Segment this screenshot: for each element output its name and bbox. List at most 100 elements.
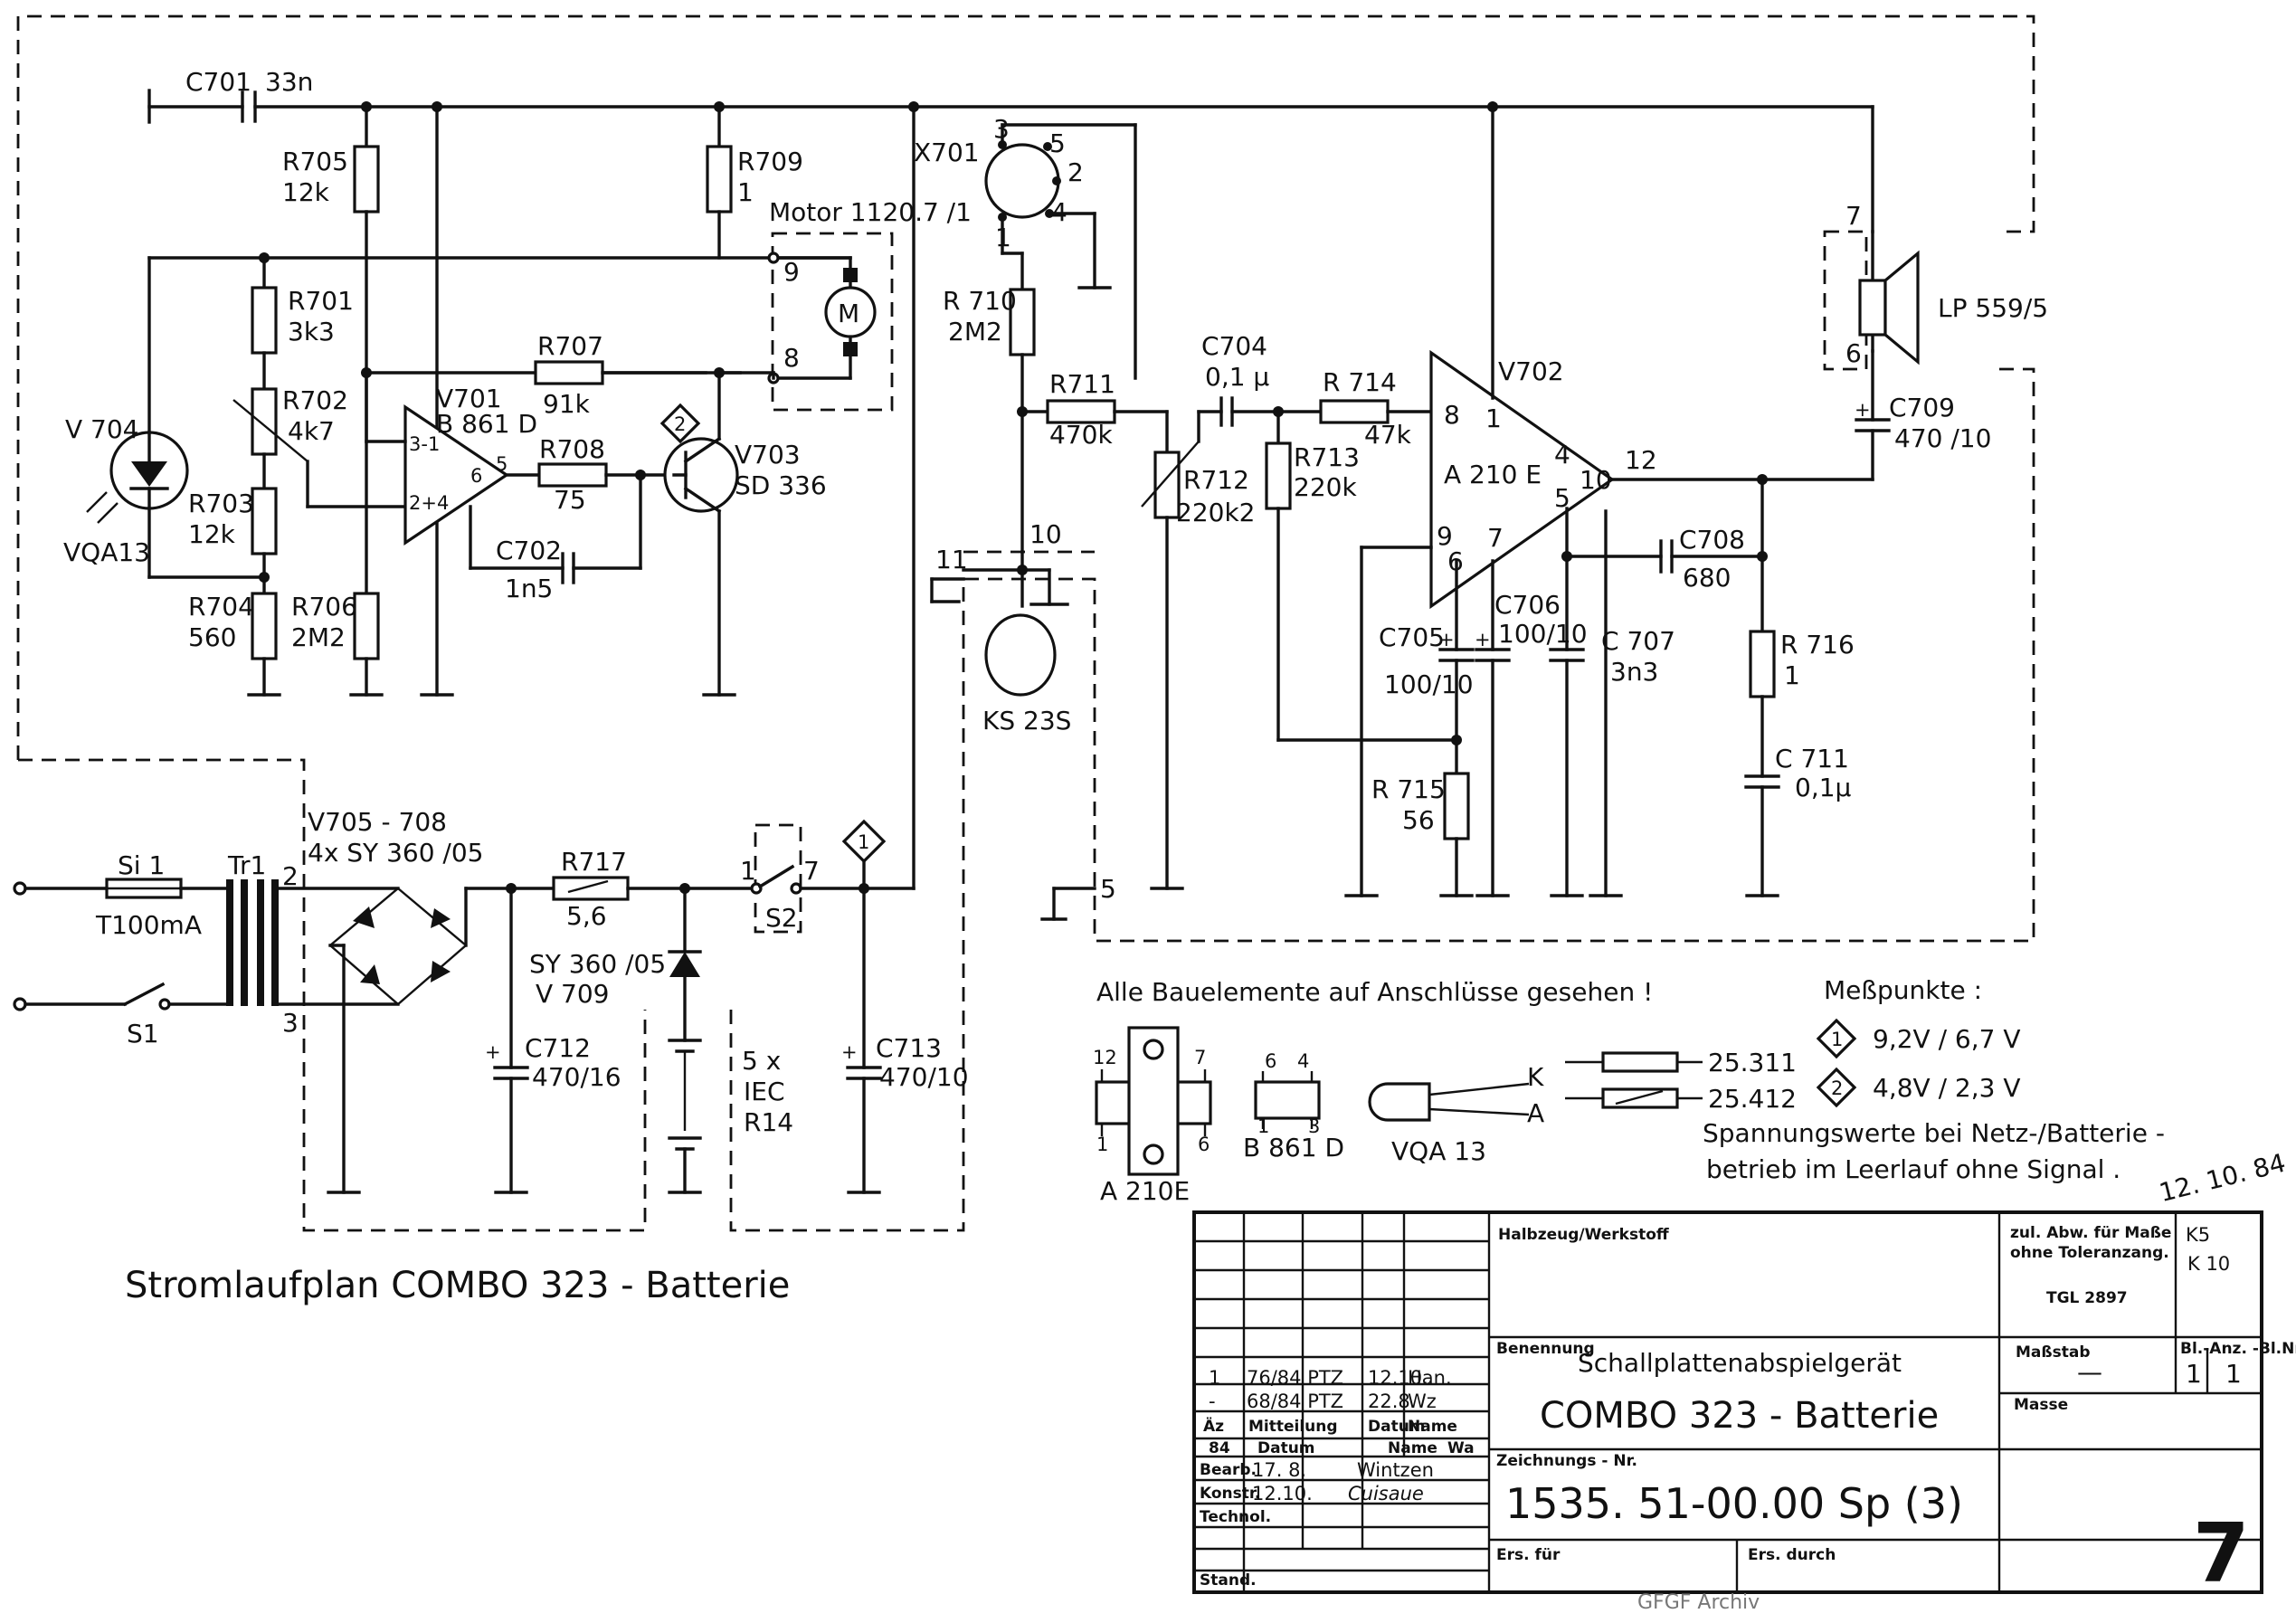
r714-ref: R 714 <box>1323 367 1397 397</box>
c712-ref: C712 <box>525 1033 591 1063</box>
c713-ref: C713 <box>876 1033 942 1063</box>
motor-label: Motor 1120.7 /1 <box>769 197 972 227</box>
tr1-pin-3: 3 <box>282 1008 299 1038</box>
s1-ref: S1 <box>127 1019 159 1049</box>
r713-ref: R713 <box>1294 442 1360 472</box>
b861d-pin-1: 1 <box>1257 1115 1269 1137</box>
r701-ref: R701 <box>288 286 354 316</box>
tr1-pin-2: 2 <box>282 861 299 891</box>
v701-pin-31: 3-1 <box>409 433 440 455</box>
tb-change-1-az: 1 <box>1209 1367 1220 1389</box>
r702-value: 4k7 <box>288 416 335 446</box>
c712-value: 470/16 <box>532 1062 621 1092</box>
mp2-key-marker: 2 <box>1831 1077 1843 1099</box>
x701-pin-5: 5 <box>1049 128 1066 158</box>
v702-pin-8: 8 <box>1444 400 1460 430</box>
tr1-ref: Tr1 <box>227 850 266 880</box>
tb-konstr-name: Cuisaue <box>1348 1483 1424 1504</box>
tb-hdr-name: Name <box>1408 1418 1457 1436</box>
r704-value: 560 <box>188 622 236 652</box>
r714-value: 47k <box>1364 420 1412 450</box>
v701-pin-6: 6 <box>470 465 482 487</box>
tb-change-2-mitteilung: 68/84 PTZ <box>1247 1390 1343 1412</box>
tb-k10: K 10 <box>2187 1253 2230 1275</box>
r712-value: 220k2 <box>1176 498 1255 527</box>
tb-hdr-az: Äz <box>1203 1416 1224 1436</box>
v702-pin-9: 9 <box>1437 521 1453 551</box>
r716-ref: R 716 <box>1780 630 1855 660</box>
tb-bearb-name: Wintzen <box>1357 1459 1434 1481</box>
ks-pin-11: 11 <box>935 545 968 574</box>
c713-plus: + <box>841 1041 858 1063</box>
r703-ref: R703 <box>188 489 254 518</box>
battery-type-2: R14 <box>744 1107 793 1137</box>
tb-col-name: Name <box>1388 1439 1437 1457</box>
c701-value: 33n <box>265 67 313 97</box>
title-block: Halbzeug/Werkstoff zul. Abw. für Maße oh… <box>1192 1210 2296 1601</box>
battery-count: 5 x <box>742 1046 781 1076</box>
dashed-enclosures <box>16 14 2035 1232</box>
tb-change-2-name: Wz <box>1408 1390 1437 1412</box>
tb-year: 84 <box>1209 1439 1230 1457</box>
mp1-key-marker: 1 <box>1831 1029 1843 1050</box>
tb-konstr-date: 12.10. <box>1252 1483 1313 1504</box>
tb-tgl: TGL 2897 <box>2046 1289 2128 1307</box>
ks-pin-5: 5 <box>1100 874 1116 904</box>
tb-hdr-mitteilung: Mitteilung <box>1248 1418 1338 1436</box>
amplifier-section: X701 3 5 2 1 4 R 710 2M2 R711 470k R712 <box>914 101 2048 921</box>
v702-ref: V702 <box>1498 356 1564 386</box>
vqa13-k: K <box>1527 1062 1544 1092</box>
tb-product: Schallplattenabspielgerät <box>1578 1348 1902 1378</box>
c701-ref: C701 <box>185 67 251 97</box>
v702-value: A 210 E <box>1444 460 1542 489</box>
r717-value: 5,6 <box>566 901 607 931</box>
ks-ref: KS 23S <box>982 706 1071 736</box>
power-supply-section: Si 1 T100mA S1 Tr1 2 3 V705 - 708 4x SY … <box>13 105 969 1194</box>
v701-value: B 861 D <box>436 409 537 439</box>
c708-ref: C708 <box>1679 525 1745 555</box>
motor-pin-9: 9 <box>783 257 800 287</box>
r708-ref: R708 <box>539 434 605 464</box>
r710-value: 2M2 <box>948 317 1002 346</box>
legend-note-2-line-1: Spannungswerte bei Netz-/Batterie - <box>1703 1118 2165 1148</box>
tb-blatt-1: 1 <box>2186 1359 2202 1389</box>
c712-plus: + <box>485 1041 501 1063</box>
r713-value: 220k <box>1294 472 1357 502</box>
c706-ref: C706 <box>1494 590 1561 620</box>
tb-change-2-az: - <box>1209 1390 1216 1412</box>
watermark: GFGF Archiv <box>1637 1591 1760 1614</box>
c707-value: 3n3 <box>1610 657 1658 687</box>
r706-ref: R706 <box>291 592 357 622</box>
res-key-2: 25.412 <box>1708 1084 1797 1114</box>
motor-regulator-section: C701 33n R705 12k R706 2M2 R709 1 Motor … <box>63 67 1874 697</box>
tb-ers-durch: Ers. durch <box>1748 1546 1836 1564</box>
tb-abw-1: zul. Abw. für Maße <box>2010 1224 2171 1242</box>
b861d-pin-3: 3 <box>1308 1115 1320 1137</box>
a210e-pin-7: 7 <box>1194 1047 1206 1068</box>
messpunkte-title: Meßpunkte : <box>1824 975 1982 1005</box>
tb-blatt-2: 1 <box>2225 1359 2242 1389</box>
r704-ref: R704 <box>188 592 254 622</box>
tb-masse: Masse <box>2014 1396 2068 1414</box>
tb-page: 7 <box>2193 1506 2250 1601</box>
legend-section: Alle Bauelemente auf Anschlüsse gesehen … <box>1093 975 2289 1208</box>
tb-zeichnung: Zeichnungs - Nr. <box>1496 1452 1637 1470</box>
a210e-pin-1: 1 <box>1096 1134 1108 1155</box>
r709-value: 1 <box>737 177 754 207</box>
handwritten-date: 12. 10. 84 <box>2156 1148 2288 1208</box>
lp-ref: LP 559/5 <box>1938 293 2048 323</box>
r710-ref: R 710 <box>943 286 1017 316</box>
c704-ref: C704 <box>1201 331 1267 361</box>
r706-value: 2M2 <box>291 622 346 652</box>
c713-value: 470/10 <box>879 1062 969 1092</box>
v704-ref: V 704 <box>65 414 139 444</box>
v701-pin-24: 2+4 <box>409 492 449 514</box>
tb-benennung: Benennung <box>1496 1340 1595 1358</box>
b861d-pin-6: 6 <box>1265 1050 1276 1072</box>
v702-pin-5: 5 <box>1554 483 1570 513</box>
s2-pin-7: 7 <box>803 856 820 886</box>
lp-pin-7: 7 <box>1845 201 1862 231</box>
v703-ref: V703 <box>735 440 801 470</box>
v702-pin-12: 12 <box>1625 445 1657 475</box>
v709-value: SY 360 /05 <box>529 949 666 979</box>
